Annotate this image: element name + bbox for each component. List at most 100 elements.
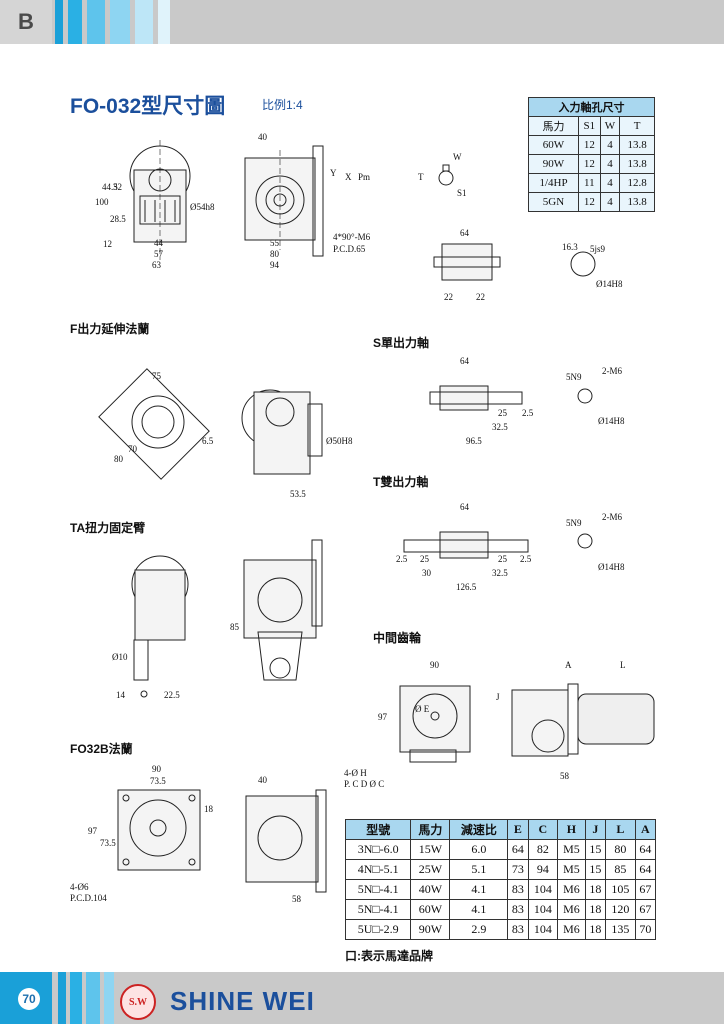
spec-cell: 5.1 [449, 859, 509, 880]
dim-label: 44.5 [102, 182, 118, 192]
dim-label: 73.5 [150, 776, 166, 786]
input-table-cell: 5GN [528, 192, 579, 212]
dim-label: 80 [270, 249, 280, 259]
dim-label: 2.5 [520, 554, 532, 564]
input-table-cell: 12 [578, 192, 601, 212]
spec-cell: 94 [527, 859, 559, 880]
spec-cell: 5N□-4.1 [344, 879, 412, 900]
dim-label: 2-M6 [602, 512, 622, 522]
spec-cell: 104 [527, 879, 559, 900]
dim-label: 90 [152, 764, 162, 774]
brand-name: SHINE WEI [170, 986, 315, 1016]
spec-cell: 60W [410, 899, 451, 920]
footer-stripe [58, 972, 66, 1024]
dim-label: 40 [258, 132, 268, 142]
input-table-cell: 13.8 [619, 135, 655, 155]
dim-label: Ø14H8 [598, 416, 625, 426]
spec-cell: 104 [527, 919, 559, 940]
input-table-cell: 1/4HP [528, 173, 579, 193]
spec-header: H [557, 819, 586, 840]
spec-header: 減速比 [449, 819, 509, 840]
input-table-cell: 4 [599, 135, 621, 155]
dim-label: 22 [476, 292, 485, 302]
dim-label: 32.5 [492, 568, 508, 578]
dim-label: 96.5 [466, 436, 482, 446]
dim-label: 5N9 [566, 518, 582, 528]
dim-label: 14 [116, 690, 126, 700]
spec-header: 馬力 [410, 819, 451, 840]
section-t-shaft: T雙出力軸 [373, 475, 429, 489]
dim-label: P.C.D.104 [70, 893, 107, 903]
ta-arm-side [243, 539, 323, 681]
spec-cell: 4.1 [449, 899, 509, 920]
spec-cell: 18 [584, 899, 607, 920]
spec-cell: 15W [410, 839, 451, 860]
dim-label: 64 [460, 228, 470, 238]
dim-label: 55 [270, 238, 280, 248]
spec-cell: 80 [605, 839, 636, 860]
dim-label: 58 [292, 894, 302, 904]
spec-cell: 105 [605, 879, 636, 900]
spec-cell: 83 [507, 879, 529, 900]
ta-arm-front [131, 555, 189, 698]
dim-label: 5N9 [566, 372, 582, 382]
spec-cell: M5 [557, 859, 586, 880]
spec-cell: 18 [584, 919, 607, 940]
spec-cell: 135 [605, 919, 636, 940]
input-table-cell: 11 [578, 173, 601, 193]
dim-label: P.C.D.65 [333, 244, 366, 254]
input-table-header: S1 [578, 116, 601, 136]
page-number: 70 [18, 988, 40, 1010]
t-shaft-drawing [403, 531, 593, 559]
spec-cell: 70 [634, 919, 657, 940]
footer-stripe [70, 972, 82, 1024]
spec-header: L [605, 819, 636, 840]
fo32b-side [245, 789, 327, 893]
spec-header: 型號 [344, 819, 412, 840]
dim-label: 70 [128, 444, 138, 454]
dim-label: 97 [378, 712, 388, 722]
input-table-header: W [599, 116, 621, 136]
input-table-title: 入力軸孔尺寸 [528, 97, 655, 117]
dim-label: A [565, 660, 572, 670]
spec-cell: 83 [507, 919, 529, 940]
spec-cell: 15 [584, 859, 607, 880]
spec-cell: 25W [410, 859, 451, 880]
header-stripe [55, 0, 63, 44]
spec-header: E [507, 819, 529, 840]
spec-header: J [584, 819, 607, 840]
header-stripe [135, 0, 153, 44]
dim-label: 25 [498, 408, 508, 418]
spec-cell: 40W [410, 879, 451, 900]
dim-label: 40 [258, 775, 268, 785]
dim-label: 5js9 [590, 244, 606, 254]
spec-cell: 67 [634, 879, 657, 900]
footer-stripe [104, 972, 114, 1024]
dim-label: W [453, 152, 462, 162]
middle-gear-side [511, 683, 655, 757]
dim-label: 94 [270, 260, 280, 270]
spec-cell: 64 [507, 839, 529, 860]
spec-cell: 120 [605, 899, 636, 920]
header-stripe [87, 0, 105, 44]
main-side-view [244, 145, 324, 257]
fo32b-front [117, 789, 201, 871]
spec-cell: 82 [527, 839, 559, 860]
dim-label: L [620, 660, 626, 670]
dim-label: 44 [154, 238, 164, 248]
dim-label: 64 [460, 356, 470, 366]
dim-label: 18 [204, 804, 214, 814]
spec-cell: M6 [557, 879, 586, 900]
input-table-cell: 4 [599, 192, 621, 212]
spec-cell: 18 [584, 879, 607, 900]
header-stripe [68, 0, 82, 44]
spec-header: C [527, 819, 559, 840]
dim-label: Ø50H8 [326, 436, 353, 446]
spec-cell: 67 [634, 899, 657, 920]
spec-cell: 4.1 [449, 879, 509, 900]
dim-label: Y [330, 168, 337, 178]
